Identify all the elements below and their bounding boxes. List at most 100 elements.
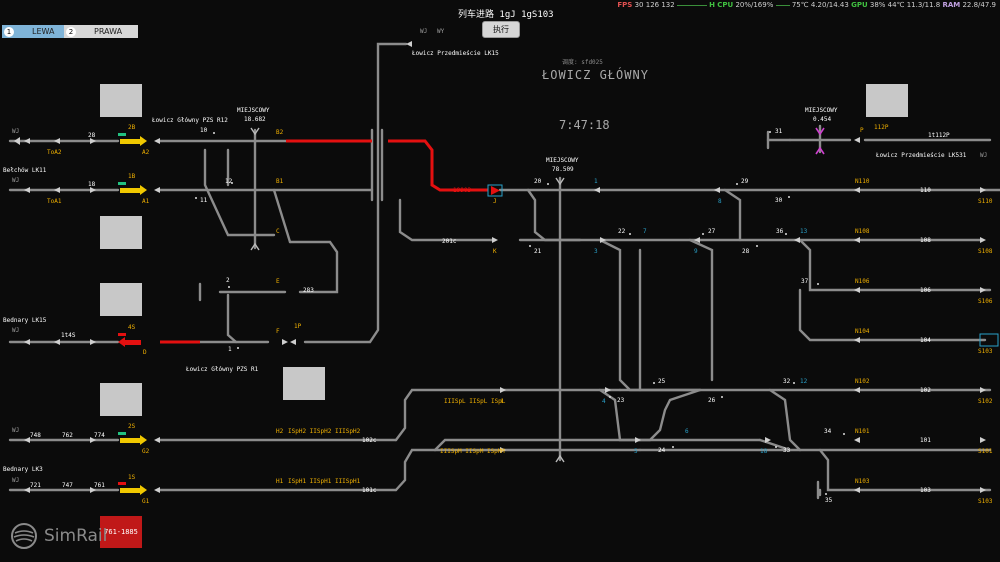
switch-number[interactable]: 2 [226, 277, 230, 284]
signal-group[interactable]: ISpH2 IISpH2 IIISpH2 [288, 428, 361, 435]
fps-value: 30 [634, 1, 644, 9]
track-section: 103 [920, 487, 931, 494]
switch-number[interactable]: 22 [618, 228, 626, 235]
track-section: 110 [920, 187, 931, 194]
signal-label[interactable]: ToA2 [47, 149, 62, 156]
signal-label[interactable]: N102 [855, 378, 870, 385]
switch-number[interactable]: 27 [708, 228, 716, 235]
signal-label[interactable]: J [493, 198, 497, 205]
signal-label[interactable]: 2B [128, 124, 136, 131]
wj-label: WJ [980, 152, 988, 159]
switch-number[interactable]: 21 [534, 248, 542, 255]
signal-label[interactable]: 2S [128, 423, 136, 430]
switch-number[interactable]: 30 [775, 197, 783, 204]
switch-number[interactable]: 36 [776, 228, 784, 235]
signal-group[interactable]: IIISpM IISpM ISpM [440, 448, 502, 455]
signal-label[interactable]: S106 [978, 298, 993, 305]
signal-label[interactable]: B1 [276, 178, 284, 185]
switch-number[interactable]: 29 [741, 178, 749, 185]
switch-number[interactable]: 33 [783, 447, 791, 454]
switch-number[interactable]: 1 [228, 346, 232, 353]
signal-label[interactable]: N101 [855, 428, 870, 435]
switch-number[interactable]: 34 [824, 428, 832, 435]
switch-number[interactable]: 9 [694, 248, 698, 255]
switch-number[interactable]: 20 [534, 178, 542, 185]
signal-label[interactable]: H2 [276, 428, 284, 435]
signal-label[interactable]: 1S [128, 474, 136, 481]
signal-label[interactable]: 1B [128, 173, 136, 180]
switch-number[interactable]: 5 [634, 448, 638, 455]
train-indicator[interactable]: 761-1885 [100, 516, 142, 548]
signal-label[interactable]: K [493, 248, 497, 255]
switch-number[interactable]: 10 [200, 127, 208, 134]
signal-label[interactable]: F [276, 328, 280, 335]
route-title: 列车进路 1gJ 1gS103 [458, 10, 554, 20]
signal-label[interactable]: 4S [128, 324, 136, 331]
signal-label[interactable]: G2 [142, 448, 150, 455]
signal-label[interactable]: N108 [855, 228, 870, 235]
switch-number[interactable]: 7 [643, 228, 647, 235]
track-section: 283 [303, 287, 314, 294]
switch-number[interactable]: 35 [825, 497, 833, 504]
wj-label: WJ [12, 427, 20, 434]
switch-number[interactable]: 8 [718, 198, 722, 205]
switch-number[interactable]: 23 [617, 397, 625, 404]
signal-label[interactable]: H1 [276, 478, 284, 485]
execute-button[interactable]: 执行 [482, 21, 520, 38]
signal-label[interactable]: P [860, 127, 864, 134]
signal-label[interactable]: S101 [978, 448, 993, 455]
switch-number[interactable]: 4 [602, 398, 606, 405]
signal-label[interactable]: D [143, 349, 147, 356]
signal-label[interactable]: E [276, 278, 280, 285]
wj-label: WJ [420, 28, 428, 35]
logo-text: SimRail [44, 526, 108, 546]
switch-number[interactable]: 12 [800, 378, 808, 385]
signal-label[interactable]: G1 [142, 498, 150, 505]
signal-label[interactable]: C [276, 228, 280, 235]
tab-label: LEWA [32, 27, 55, 36]
switch-number[interactable]: 31 [775, 128, 783, 135]
h-label: H [709, 1, 716, 9]
switch-number[interactable]: 11 [200, 197, 208, 204]
switch-number[interactable]: 6 [685, 428, 689, 435]
signal-label[interactable]: 112P [874, 124, 889, 131]
switch-number[interactable]: 12 [225, 178, 233, 185]
signal-label[interactable]: N106 [855, 278, 870, 285]
signal-label[interactable]: S110 [978, 198, 993, 205]
signal-label[interactable]: B2 [276, 129, 284, 136]
signal-label[interactable]: M [501, 448, 505, 455]
signal-label[interactable]: A2 [142, 149, 150, 156]
signal-label[interactable]: S103 [978, 498, 993, 505]
switch-number[interactable]: 37 [801, 278, 809, 285]
signal-group[interactable]: ISpH1 IISpH1 IIISpH1 [288, 478, 361, 485]
switch-number[interactable]: 24 [658, 447, 666, 454]
switch-number[interactable]: 32 [783, 378, 791, 385]
signal-group[interactable]: IIISpL IISpL ISpL [444, 398, 506, 405]
signal-label[interactable]: S103 [978, 348, 993, 355]
signal-label[interactable]: ToA1 [47, 198, 62, 205]
signal-label[interactable]: N104 [855, 328, 870, 335]
switch-number[interactable]: 25 [658, 378, 666, 385]
switch-number[interactable]: 18 [760, 448, 768, 455]
signal-label[interactable]: A1 [142, 198, 150, 205]
signal-label[interactable]: 1P [294, 323, 302, 330]
signal-label[interactable]: L [501, 398, 505, 405]
track-section: 201c [442, 238, 457, 245]
track-section: 761 [94, 482, 105, 489]
wj-label: WJ [12, 327, 20, 334]
switch-number[interactable]: 28 [742, 248, 750, 255]
signal-label[interactable]: S102 [978, 398, 993, 405]
switch-number[interactable]: 13 [800, 228, 808, 235]
cpu-temp: 75℃ [791, 1, 809, 9]
switch-number[interactable]: 26 [708, 397, 716, 404]
local-km: 78.509 [552, 166, 574, 173]
signal-label[interactable]: N103 [855, 478, 870, 485]
signal-label[interactable]: N110 [855, 178, 870, 185]
signal-label[interactable]: S108 [978, 248, 993, 255]
track-section: 748 [30, 432, 41, 439]
switch-number[interactable]: 3 [594, 248, 598, 255]
local-control-label: MIEJSCOWY [805, 107, 838, 114]
switch-number[interactable]: 1 [594, 178, 598, 185]
